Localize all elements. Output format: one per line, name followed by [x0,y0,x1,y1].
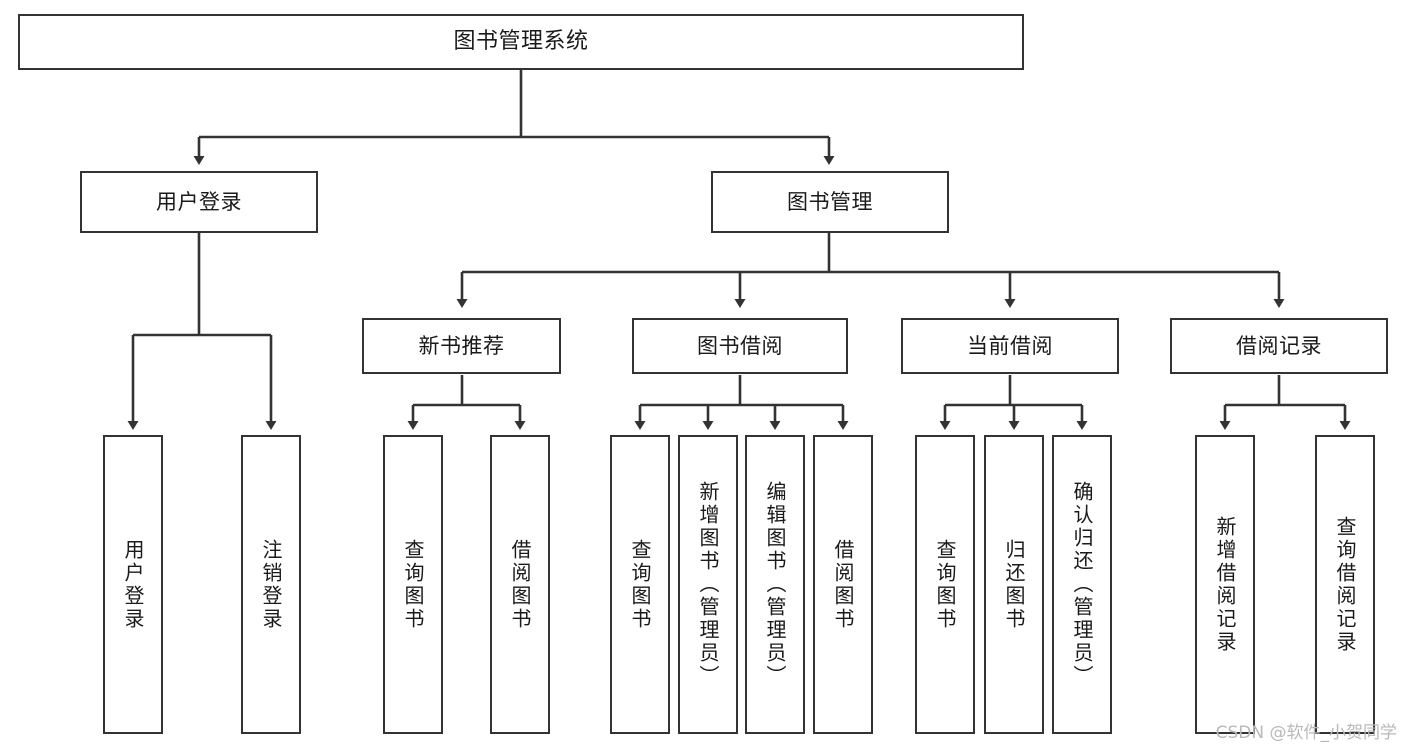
node-label: 查询图书 [628,538,652,631]
leaf-user-login[interactable]: 用户登录 [103,435,163,734]
leaf-query-book-current[interactable]: 查询图书 [915,435,975,734]
node-label: 归还图书 [1002,538,1026,631]
leaf-borrow-book-recommend[interactable]: 借阅图书 [490,435,550,734]
leaf-query-book-recommend[interactable]: 查询图书 [383,435,443,734]
node-label: 注销登录 [259,538,283,631]
node-label: 用户登录 [156,189,242,214]
leaf-add-borrow-record[interactable]: 新增借阅记录 [1195,435,1255,734]
node-label: 新增借阅记录 [1213,515,1237,654]
node-borrow-record[interactable]: 借阅记录 [1170,318,1388,374]
leaf-edit-book-admin[interactable]: 编辑图书（管理员） [745,435,805,734]
leaf-query-borrow-record[interactable]: 查询借阅记录 [1315,435,1375,734]
node-book-management[interactable]: 图书管理 [711,171,949,233]
node-user-login[interactable]: 用户登录 [80,171,318,233]
leaf-query-book-borrow[interactable]: 查询图书 [610,435,670,734]
node-book-borrow[interactable]: 图书借阅 [632,318,848,374]
node-new-book-recommend[interactable]: 新书推荐 [362,318,561,374]
watermark-credit: CSDN @软件_小贺同学 [1215,723,1397,743]
node-label: 编辑图书（管理员） [763,481,787,688]
node-label: 图书借阅 [697,333,783,358]
node-label: 当前借阅 [967,333,1053,358]
node-label: 图书管理 [787,189,873,214]
node-label: 借阅图书 [831,538,855,631]
node-label: 用户登录 [121,538,145,631]
node-label: 借阅记录 [1236,333,1322,358]
node-root-book-management-system[interactable]: 图书管理系统 [18,14,1024,70]
leaf-return-book[interactable]: 归还图书 [984,435,1044,734]
node-label: 查询图书 [933,538,957,631]
node-label: 新增图书（管理员） [696,481,720,688]
node-current-borrow[interactable]: 当前借阅 [901,318,1119,374]
node-label: 新书推荐 [418,333,505,358]
leaf-borrow-book[interactable]: 借阅图书 [813,435,873,734]
leaf-logout-login[interactable]: 注销登录 [241,435,301,734]
node-label: 查询图书 [401,538,425,631]
node-label: 图书管理系统 [453,29,589,55]
node-label: 借阅图书 [508,538,532,631]
leaf-confirm-return-admin[interactable]: 确认归还（管理员） [1052,435,1112,734]
leaf-add-book-admin[interactable]: 新增图书（管理员） [678,435,738,734]
node-label: 查询借阅记录 [1333,515,1357,654]
node-label: 确认归还（管理员） [1070,481,1094,688]
